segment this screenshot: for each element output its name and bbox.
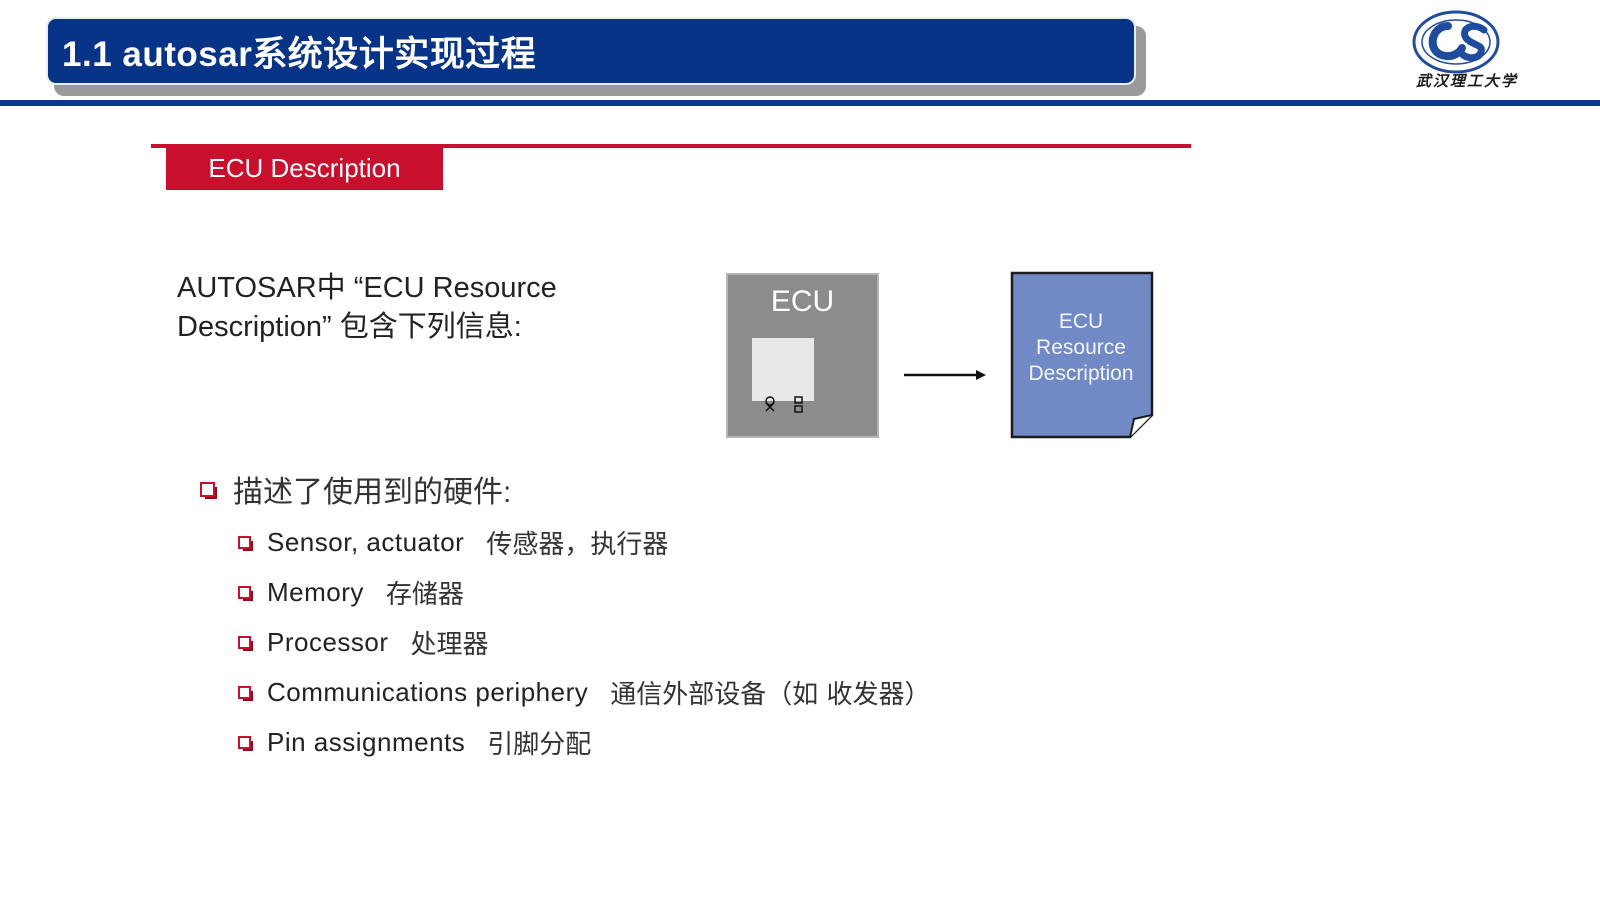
slide-title: 1.1 autosar系统设计实现过程 <box>62 34 537 74</box>
list-item: Sensor, actuator 传感器，执行器 <box>238 517 931 567</box>
bullet-main: 描述了使用到的硬件: <box>200 467 931 511</box>
list-item: Communications periphery 通信外部设备（如 收发器） <box>238 667 931 717</box>
item-chinese: 引脚分配 <box>487 729 592 760</box>
ecu-chip <box>752 338 814 401</box>
square-bullet-icon <box>238 735 253 751</box>
header-divider <box>0 100 1600 106</box>
section-heading: ECU Description <box>166 147 443 190</box>
intro-line-1: AUTOSAR中 “ECU Resource <box>177 272 557 304</box>
title-bar: 1.1 autosar系统设计实现过程 <box>46 17 1136 85</box>
document-label: ECU Resource Description <box>1010 309 1152 387</box>
square-bullet-icon <box>200 481 217 499</box>
square-bullet-icon <box>238 635 253 651</box>
item-chinese: 通信外部设备（如 收发器） <box>610 679 931 710</box>
square-bullet-icon <box>238 535 253 551</box>
item-english: Processor <box>267 626 389 657</box>
intro-line-2: Description” 包含下列信息: <box>177 311 522 343</box>
item-chinese: 处理器 <box>410 629 489 660</box>
arrow-right-icon <box>904 370 986 380</box>
ecu-box: ECU <box>726 273 879 438</box>
university-logo-icon <box>1412 10 1500 74</box>
item-english: Pin assignments <box>267 726 466 757</box>
intro-paragraph: AUTOSAR中 “ECU Resource Description” 包含下列… <box>177 269 647 347</box>
bullet-main-text: 描述了使用到的硬件: <box>233 476 512 509</box>
list-item: Processor 处理器 <box>238 617 931 667</box>
item-english: Communications periphery <box>267 676 589 707</box>
item-chinese: 存储器 <box>385 579 464 610</box>
list-item: Memory 存储器 <box>238 567 931 617</box>
list-item: Pin assignments 引脚分配 <box>238 717 931 767</box>
item-english: Memory <box>267 576 364 607</box>
item-chinese: 传感器，执行器 <box>486 529 669 560</box>
sub-bullet-list: Sensor, actuator 传感器，执行器 Memory 存储器 Proc… <box>200 517 931 767</box>
item-english: Sensor, actuator <box>267 526 465 557</box>
document-icon <box>1010 271 1154 439</box>
section-divider <box>151 144 1191 148</box>
square-bullet-icon <box>238 685 253 701</box>
document-label-line-2: Resource <box>1036 336 1126 359</box>
university-logo-text: 武汉理工大学 <box>1415 72 1518 90</box>
bullet-list: 描述了使用到的硬件: Sensor, actuator 传感器，执行器 Memo… <box>200 467 931 767</box>
document-label-line-3: Description <box>1028 362 1134 385</box>
document-label-line-1: ECU <box>1058 310 1104 333</box>
ecu-label: ECU <box>770 285 835 318</box>
square-bullet-icon <box>238 585 253 601</box>
ecu-pins-icon <box>765 396 803 413</box>
